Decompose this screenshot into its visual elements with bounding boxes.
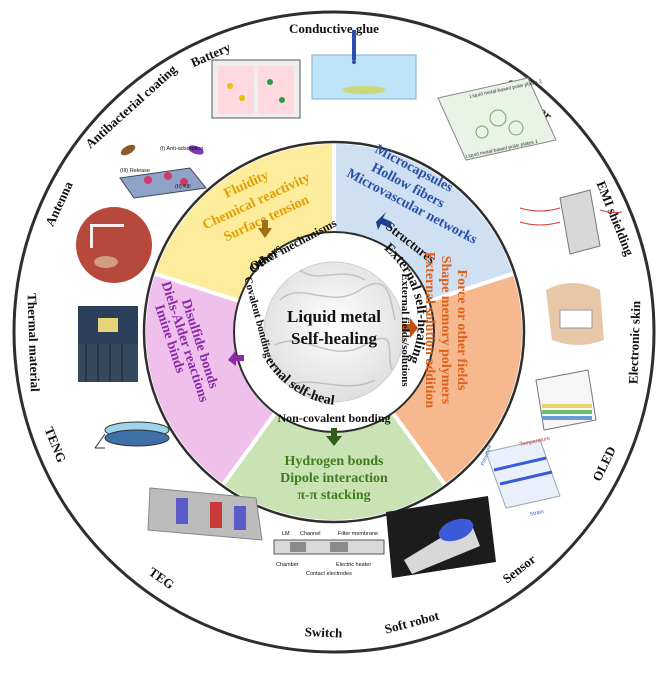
others-arrow-icon — [258, 220, 272, 238]
external-item-1: Force or other fields — [454, 270, 469, 391]
emi-shielding-image — [519, 189, 623, 255]
external-arrow-icon — [402, 318, 418, 338]
antibacterial-inset-1: (I) Anti-adsorption — [160, 146, 203, 152]
structures-arrow-icon — [376, 212, 392, 230]
switch-image: LM Channel Filter membrane Chamber Elect… — [273, 531, 385, 577]
electronic-skin-image — [546, 283, 604, 345]
non-covalent-item-2: Dipole interaction — [280, 471, 388, 486]
switch-inset-5: Electric heater — [336, 562, 371, 568]
application-label: Thermal material — [24, 293, 42, 392]
segment-external-fields: Force or other fields Shape memory polym… — [399, 252, 469, 409]
center-title-line2: Self-healing — [291, 329, 377, 348]
antibacterial-inset-3: (III) Release — [120, 168, 150, 174]
teg-image — [147, 487, 263, 541]
switch-inset-6: Contact electrodes — [306, 571, 352, 577]
battery-image — [211, 59, 301, 119]
wedge-covalent — [146, 273, 276, 485]
non-covalent-item-1: Hydrogen bonds — [285, 454, 384, 469]
conductive-glue-image — [311, 30, 417, 100]
application-images: Liquid metal-based polar plates 2 Liquid… — [76, 30, 623, 578]
thermal-material-image — [78, 306, 138, 382]
switch-inset-4: Chamber — [276, 562, 299, 568]
external-fields-subhead: External fields/solutions — [399, 273, 411, 387]
wedge-external-fields — [392, 273, 523, 485]
mechanism-segments — [146, 144, 523, 520]
teng-image — [94, 421, 170, 449]
application-label: Conductive glue — [289, 21, 379, 36]
antenna-image — [76, 207, 152, 283]
switch-inset-1: LM — [282, 531, 290, 537]
oled-image — [535, 369, 597, 431]
antibacterial-image: (I) Anti-adsorption (II) Kill (III) Rele… — [119, 144, 207, 199]
non-covalent-item-3: π-π stacking — [297, 488, 370, 503]
application-label: Switch — [304, 624, 343, 640]
antibacterial-inset-2: (II) Kill — [175, 184, 191, 190]
covalent-arrow-icon — [228, 350, 244, 366]
marble-texture — [274, 269, 396, 387]
wedge-others — [155, 144, 334, 302]
external-item-3: External solution addition — [422, 252, 437, 409]
application-label: Electronic skin — [625, 300, 643, 384]
sensor-inset-3: Strain — [529, 509, 544, 518]
switch-inset-2: Channel — [300, 531, 321, 537]
soft-robot-image — [386, 496, 496, 578]
switch-inset-3: Filter membrane — [338, 531, 378, 537]
non-covalent-arrow-icon — [326, 428, 342, 446]
wedge-non-covalent — [223, 412, 445, 520]
capacitor-image: Liquid metal-based polar plates 2 Liquid… — [437, 77, 557, 161]
non-covalent-subhead: Non-covalent bonding — [277, 411, 390, 425]
center-title-line1: Liquid metal — [287, 307, 381, 326]
wedge-structures — [334, 144, 513, 302]
segment-non-covalent: Non-covalent bonding Hydrogen bonds Dipo… — [277, 411, 390, 503]
external-item-2: Shape memory polymers — [438, 256, 453, 405]
